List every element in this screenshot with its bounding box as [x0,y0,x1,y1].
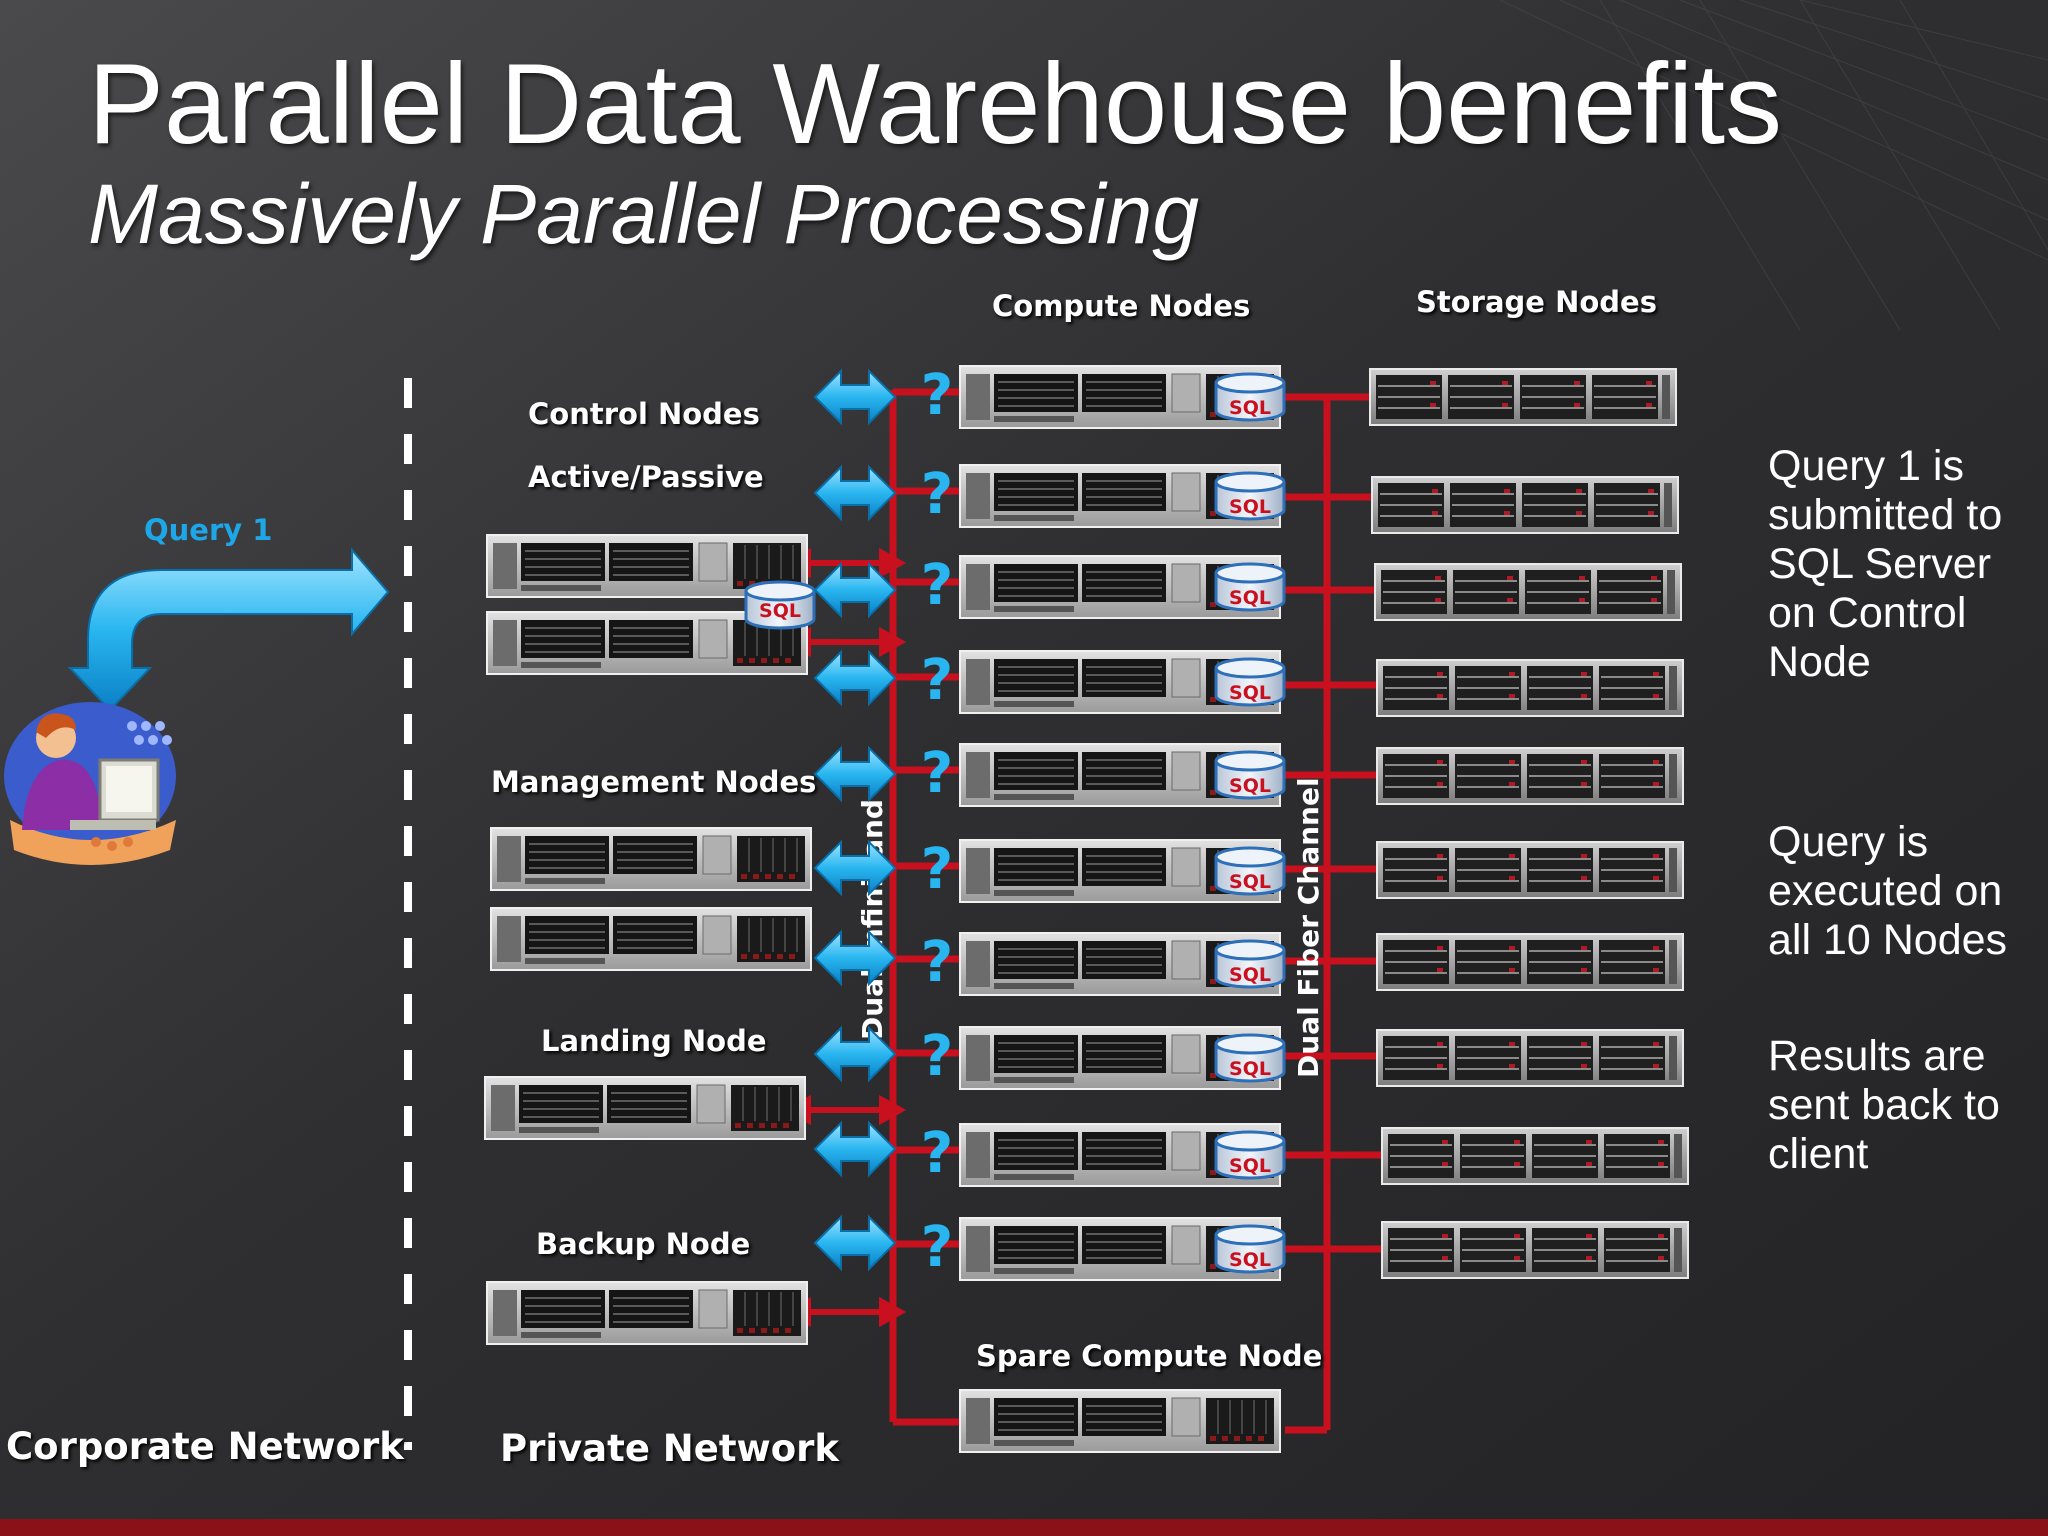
server-icon [959,1389,1281,1453]
storage-nodes-heading: Storage Nodes [1416,285,1657,319]
compute-node: SQL [959,743,1286,807]
double-arrow-icon [814,747,896,801]
double-arrow-icon [814,651,896,705]
double-arrow-icon [814,370,896,424]
question-mark-icon: ? [921,648,953,713]
landing-node-server-icon [484,1076,806,1140]
sql-badge: SQL [1229,397,1271,419]
question-marks: ? ? ? ? ? ? ? ? ? ? [921,363,953,1280]
compute-node: SQL [959,1217,1286,1281]
question-mark-icon: ? [921,837,953,902]
storage-array-icon [1376,659,1684,717]
sql-badge: SQL [759,600,801,622]
storage-array-icon [1376,841,1684,899]
dual-infiniband-label: Dual Infiniband [856,799,889,1040]
question-mark-icon: ? [921,930,953,995]
sql-badge: SQL [1229,964,1271,986]
compute-node-column: SQL SQL SQL SQL SQL SQL [959,365,1286,1453]
management-node-server-icon [490,907,812,971]
storage-array-icon [1369,368,1677,426]
question-mark-icon: ? [921,553,953,618]
question-mark-icon: ? [921,741,953,806]
compute-node: SQL [959,1123,1286,1187]
compute-node: SQL [959,464,1286,528]
storage-node-column [1369,368,1689,1279]
user-at-computer-icon [4,702,176,865]
management-nodes-heading: Management Nodes [491,765,817,799]
sql-badge: SQL [1229,1155,1271,1177]
question-mark-icon: ? [921,462,953,527]
control-nodes-heading: Control Nodes [528,397,760,431]
question-mark-icon: ? [921,363,953,428]
note-results-returned: Results are sent back to client [1768,1032,2000,1178]
query-arrow [67,547,390,712]
compute-node: SQL [959,932,1286,996]
corporate-network-label: Corporate Network [6,1425,404,1468]
compute-node: SQL [959,650,1286,714]
compute-node: SQL [959,555,1286,619]
sql-badge: SQL [1229,871,1271,893]
slide-subtitle: Massively Parallel Processing [88,167,1200,261]
storage-array-icon [1374,563,1682,621]
landing-node-heading: Landing Node [541,1024,767,1058]
backup-node-server-icon [486,1281,808,1345]
sql-badge: SQL [1229,1058,1271,1080]
question-mark-icon: ? [921,1121,953,1186]
spare-compute-node-heading: Spare Compute Node [976,1339,1323,1373]
sql-badge: SQL [1229,682,1271,704]
private-network-label: Private Network [500,1427,839,1470]
question-mark-icon: ? [921,1215,953,1280]
sql-badge: SQL [1229,496,1271,518]
storage-array-icon [1381,1127,1689,1185]
management-node-server-icon [490,827,812,891]
dual-fiber-channel-label: Dual Fiber Channel [1292,777,1325,1078]
sql-badge: SQL [1229,587,1271,609]
storage-array-icon [1381,1221,1689,1279]
question-mark-icon: ? [921,1024,953,1089]
double-arrow-icon [814,466,896,520]
spare-compute-node [959,1389,1281,1453]
compute-node: SQL [959,839,1286,903]
storage-array-icon [1371,476,1679,534]
double-arrow-icon [814,1216,896,1270]
compute-node: SQL [959,1026,1286,1090]
sql-badge: SQL [1229,775,1271,797]
compute-node: SQL [959,365,1286,429]
note-query-submitted: Query 1 is submitted to SQL Server on Co… [1768,442,2003,686]
active-passive-label: Active/Passive [528,460,764,494]
storage-array-icon [1376,1029,1684,1087]
double-arrow-icon [814,1122,896,1176]
note-query-executed: Query is executed on all 10 Nodes [1768,818,2008,964]
compute-nodes-heading: Compute Nodes [992,289,1251,323]
slide-title: Parallel Data Warehouse benefits [88,41,1783,168]
storage-array-icon [1376,933,1684,991]
backup-node-heading: Backup Node [536,1227,751,1261]
sql-badge: SQL [1229,1249,1271,1271]
storage-array-icon [1376,747,1684,805]
query-label: Query 1 [144,513,273,547]
